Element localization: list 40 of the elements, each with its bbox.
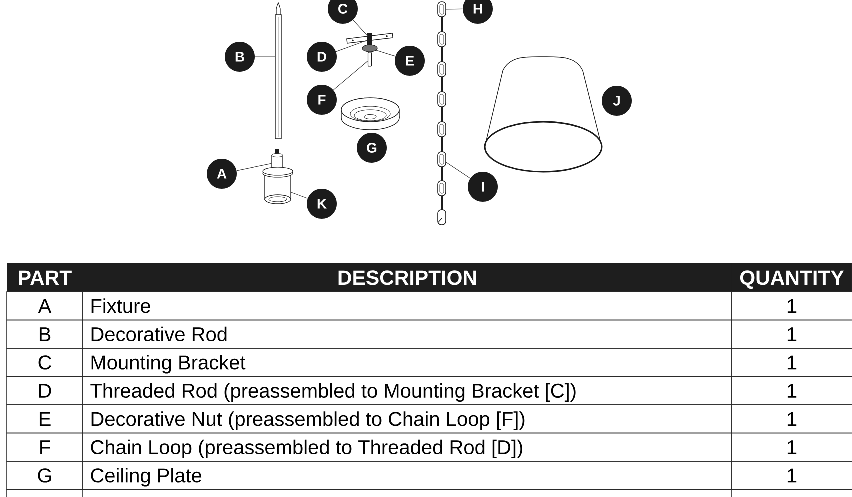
table-cell: A [6,292,84,321]
table-cell: Decorative Rod [82,320,732,349]
table-cell: F [6,432,84,462]
fixture-neck [272,149,284,170]
loop [368,52,372,67]
table-cell: Fixture [82,292,732,321]
leader-line [236,163,272,172]
leader-line [446,162,471,179]
chain-link [438,2,446,18]
table-cell: Decorative Nut (preassembled to Chain Loop [F]) [82,404,732,434]
table-cell: Mounting Bracket [82,348,732,378]
fixture-body [262,167,294,204]
rod [275,2,282,140]
leader-line [376,50,396,57]
table-cell: E [6,404,84,434]
table-cell: 1 [732,404,852,434]
table-cell: 1 [732,348,852,378]
nut [362,44,378,52]
table-cell: 1 [732,461,852,490]
table-cell: 1 [732,432,852,462]
table-cell: D [6,376,84,406]
leader-line [254,56,276,58]
leader-line [352,20,368,36]
table-cell: Ceiling Plate [82,461,732,490]
table-cell: 1 [732,376,852,406]
table-cell: Chain Loop (preassembled to Threaded Rod [D]) [82,432,732,462]
leader-line [291,192,308,199]
leader-line [333,60,368,90]
leader-line [446,8,464,10]
leader-line [336,40,368,52]
column-header: PART [7,263,83,292]
table-cell: C [6,348,84,378]
table-cell: 1 [732,320,852,349]
table-cell: B [6,320,84,349]
table-cell: 1 [732,292,852,321]
table-cell: Threaded Rod (preassembled to Mounting Bracket [C]) [82,376,732,406]
table-cell: G [6,461,84,490]
threaded-rod [368,34,372,46]
column-header: QUANTITY [732,263,852,292]
chain-link [438,152,446,168]
